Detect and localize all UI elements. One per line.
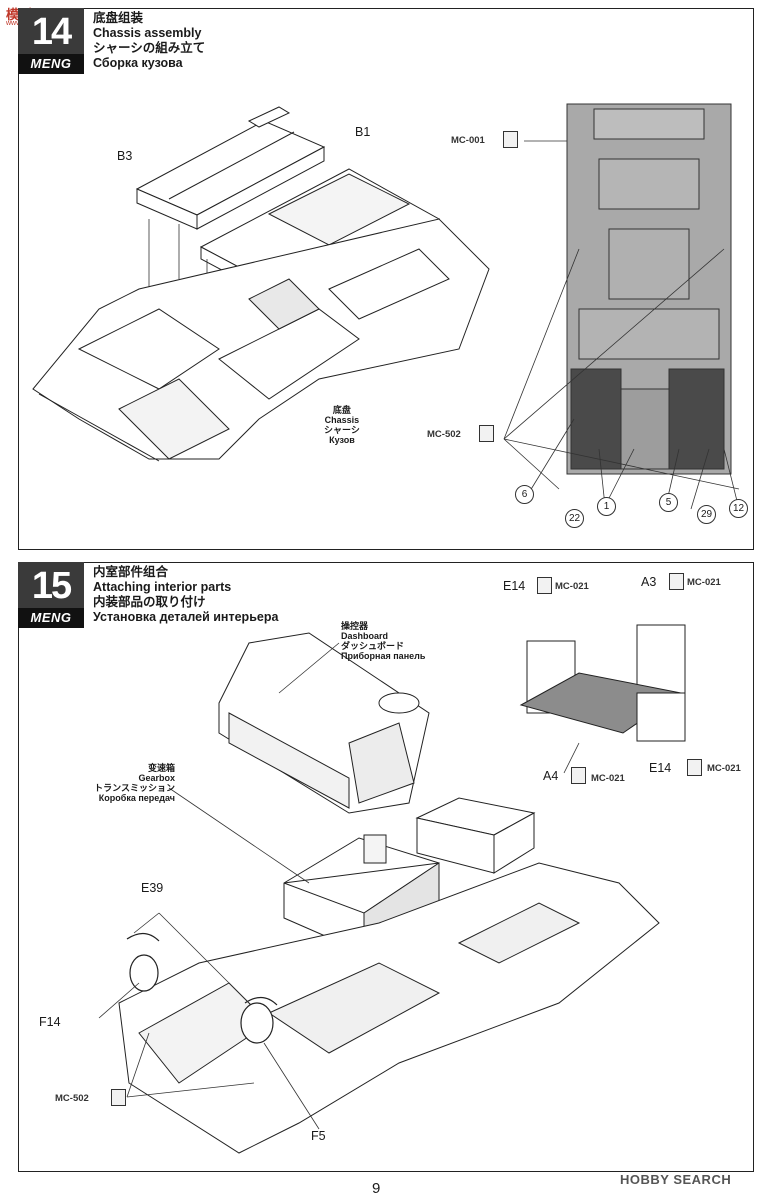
step-14-title-zh: 底盘组装 bbox=[93, 11, 144, 25]
step-15-title-ja: 内装部品の取り付け bbox=[93, 595, 206, 609]
step-14-drawing bbox=[32, 103, 740, 510]
brush-icon bbox=[571, 767, 586, 784]
step-15-title-ru: Установка деталей интерьера bbox=[93, 610, 279, 624]
step-14-badge: 14 MENG bbox=[18, 8, 84, 74]
dashboard-drawing bbox=[218, 632, 430, 814]
brush-icon bbox=[479, 425, 494, 442]
callout-6: 6 bbox=[515, 485, 534, 504]
part-a3-label: A3 bbox=[641, 575, 657, 589]
brush-icon bbox=[537, 577, 552, 594]
brush-icon bbox=[111, 1089, 126, 1106]
paint-code-mc502-step15: MC-502 bbox=[55, 1093, 89, 1104]
dashboard-label-ja: ダッシュボード bbox=[341, 641, 405, 651]
chassis-label-ja: シャーシ bbox=[324, 425, 360, 435]
interior-panels-drawing bbox=[519, 624, 686, 742]
step-15-brand: MENG bbox=[18, 608, 84, 628]
gearbox-label: 变速箱 Gearbox トランスミッション Коробка передач bbox=[89, 763, 175, 803]
part-e39-label: E39 bbox=[141, 881, 164, 895]
dashboard-label-ru: Приборная панель bbox=[341, 651, 426, 661]
step-14-title-en: Chassis assembly bbox=[93, 26, 202, 40]
callout-5: 5 bbox=[659, 493, 678, 512]
brush-icon bbox=[503, 131, 518, 148]
part-f5-label: F5 bbox=[311, 1129, 326, 1143]
paint-code-mc001: MC-001 bbox=[451, 135, 485, 146]
step-14-brand: MENG bbox=[18, 54, 84, 74]
hobby-search-watermark: HOBBY SEARCH bbox=[620, 1172, 732, 1187]
chassis-label-en: Chassis bbox=[324, 415, 360, 425]
wheel-parts-drawing bbox=[126, 932, 278, 1044]
callout-29: 29 bbox=[697, 505, 716, 524]
part-e14-top-label: E14 bbox=[503, 579, 526, 593]
part-b1-label: B1 bbox=[355, 125, 371, 139]
dashboard-label: 操控器 Dashboard ダッシュボード Приборная панель bbox=[341, 621, 425, 661]
step-15-panel: 15 MENG 内室部件组合 Attaching interior parts … bbox=[18, 562, 754, 1172]
page-number: 9 bbox=[372, 1180, 381, 1197]
chassis-lower-drawing bbox=[118, 862, 660, 1154]
chassis-underside-drawing bbox=[566, 103, 732, 475]
gearbox-label-en: Gearbox bbox=[138, 773, 175, 783]
brush-icon bbox=[687, 759, 702, 776]
step-15-titles: 内室部件组合 Attaching interior parts 内装部品の取り付… bbox=[93, 565, 278, 625]
step-14-title-ru: Сборка кузова bbox=[93, 56, 183, 70]
part-e14-bottom-label: E14 bbox=[649, 761, 672, 775]
step-14-title-ja: シャーシの組み立て bbox=[93, 41, 206, 55]
chassis-label: 底盘 Chassis シャーシ Кузов bbox=[324, 405, 360, 445]
paint-code-a3: MC-021 bbox=[687, 577, 721, 588]
callout-1: 1 bbox=[597, 497, 616, 516]
callout-22: 22 bbox=[565, 509, 584, 528]
dashboard-label-en: Dashboard bbox=[341, 631, 389, 641]
chassis-label-ru: Кузов bbox=[329, 435, 355, 445]
part-f14-label: F14 bbox=[39, 1015, 61, 1029]
paint-code-mc502: MC-502 bbox=[427, 429, 461, 440]
part-b3-drawing bbox=[135, 106, 326, 230]
step-15-drawing bbox=[98, 624, 686, 1154]
part-b3-label: B3 bbox=[117, 149, 133, 163]
step-14-number: 14 bbox=[18, 8, 84, 54]
paint-code-e14-top: MC-021 bbox=[555, 581, 589, 592]
step-14-panel: 14 MENG 底盘组装 Chassis assembly シャーシの組み立て … bbox=[18, 8, 754, 550]
step-15-title-zh: 内室部件组合 bbox=[93, 565, 169, 579]
chassis-label-zh: 底盘 bbox=[332, 405, 351, 415]
step-15-badge: 15 MENG bbox=[18, 562, 84, 628]
grid-box-drawing bbox=[415, 797, 536, 874]
paint-code-e14-bottom: MC-021 bbox=[707, 763, 741, 774]
step-15-number: 15 bbox=[18, 562, 84, 608]
chassis-drawing bbox=[32, 218, 490, 462]
step-15-title-en: Attaching interior parts bbox=[93, 580, 232, 594]
callout-12: 12 bbox=[729, 499, 748, 518]
part-a4-label: A4 bbox=[543, 769, 559, 783]
dashboard-label-zh: 操控器 bbox=[341, 621, 369, 631]
brush-icon bbox=[669, 573, 684, 590]
paint-code-a4: MC-021 bbox=[591, 773, 625, 784]
gearbox-label-ru: Коробка передач bbox=[98, 793, 175, 803]
step-14-titles: 底盘组装 Chassis assembly シャーシの組み立て Сборка к… bbox=[93, 11, 205, 71]
gearbox-label-zh: 变速箱 bbox=[147, 763, 175, 773]
gearbox-label-ja: トランスミッション bbox=[94, 783, 175, 793]
